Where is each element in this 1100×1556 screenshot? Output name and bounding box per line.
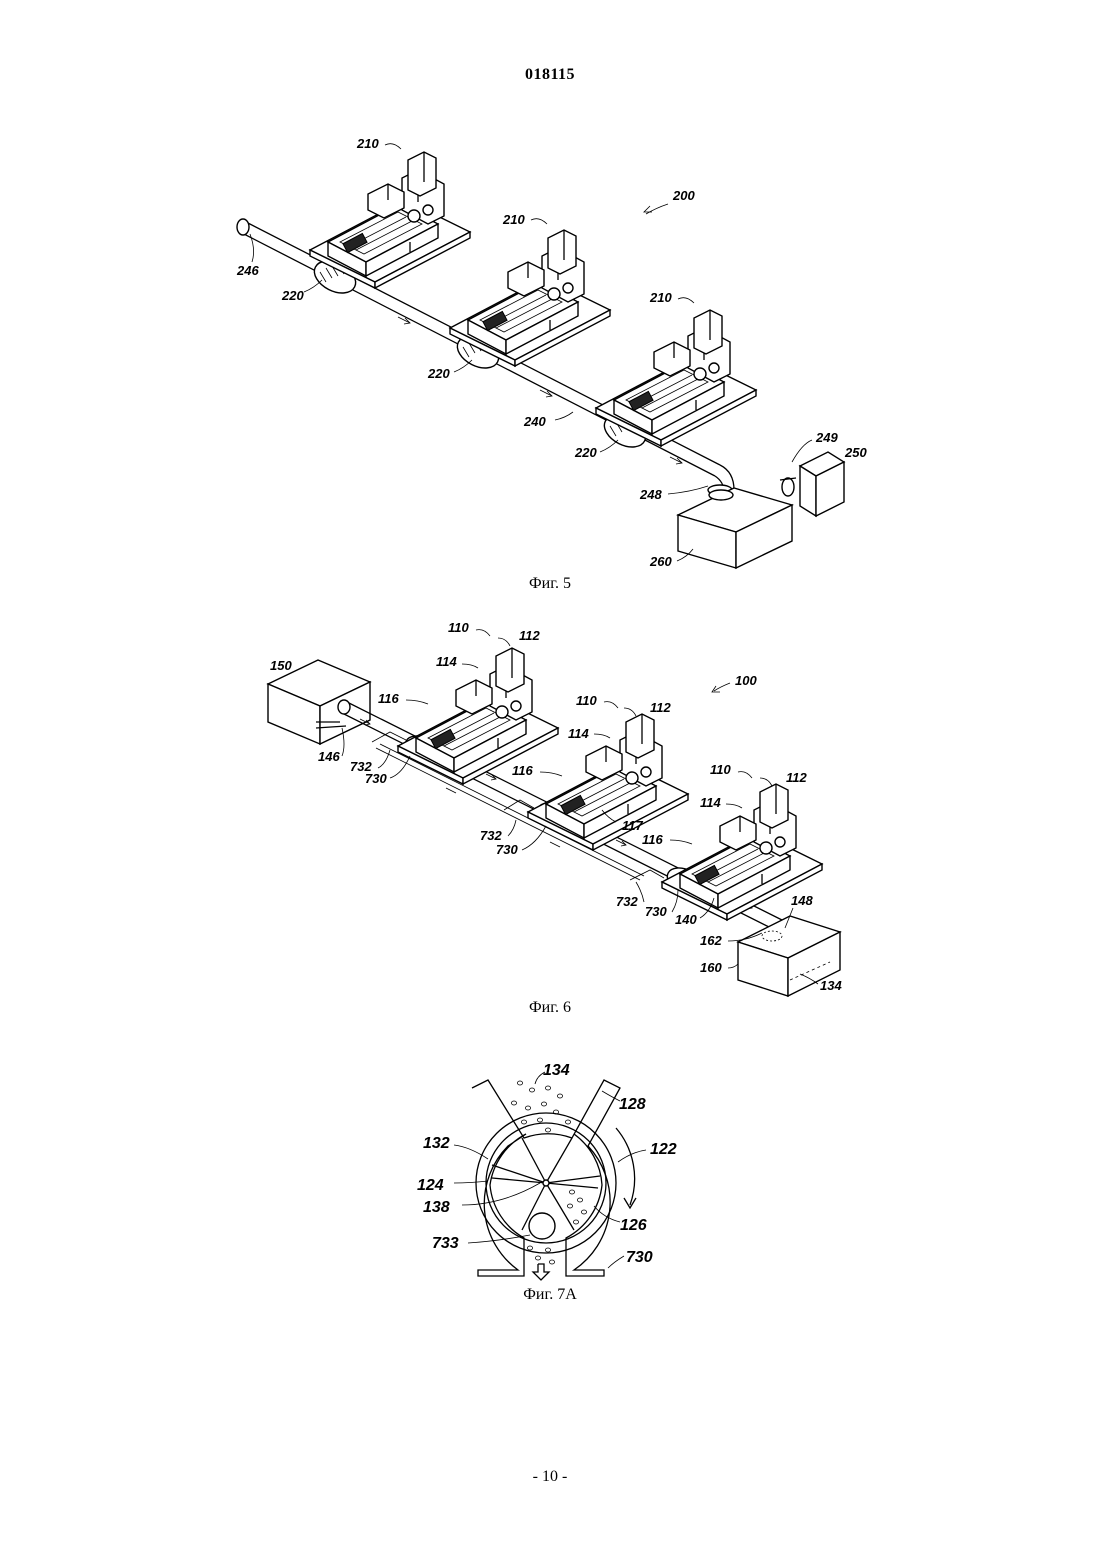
bypass-port [529,1213,555,1239]
label-114-a: 114 [436,654,457,669]
label-249: 249 [815,430,838,445]
label-220-a: 220 [281,288,304,303]
label-730-b: 730 [496,842,518,857]
label-117: 117 [622,818,643,833]
label-210-b: 210 [502,212,525,227]
label-112-a: 112 [519,628,540,643]
label-220-c: 220 [574,445,597,460]
label-148: 148 [791,893,813,908]
label-112-b: 112 [650,700,671,715]
label-730: 730 [626,1249,653,1266]
label-210-c: 210 [649,290,672,305]
figure-5-caption: Фиг. 5 [0,575,1100,593]
label-260: 260 [649,554,672,569]
label-732-c: 732 [616,894,638,909]
page-number: - 10 - [0,1468,1100,1486]
label-100: 100 [735,673,757,688]
label-134: 134 [543,1062,570,1079]
label-220-b: 220 [427,366,450,381]
label-160: 160 [700,960,722,975]
figure-7a: 134 128 132 122 124 138 126 733 730 Фиг.… [0,1058,1100,1308]
label-112-c: 112 [786,770,807,785]
label-110-b: 110 [576,693,597,708]
tank-260 [678,488,792,568]
figure-6-drawing: 150 146 100 110 112 114 116 110 112 114 … [0,612,1100,1007]
label-126: 126 [620,1217,647,1234]
figure-5: 210 210 210 200 246 220 220 220 240 248 … [0,120,1100,610]
label-146: 146 [318,749,340,764]
label-250: 250 [844,445,867,460]
label-140: 140 [675,912,697,927]
label-730-c: 730 [645,904,667,919]
rotation-arrow-icon [616,1128,635,1205]
label-116-a: 116 [378,691,399,706]
label-132: 132 [423,1135,450,1152]
label-210-a: 210 [356,136,379,151]
figure-6-caption: Фиг. 6 [0,999,1100,1017]
label-134: 134 [820,978,842,993]
document-number: 018115 [0,66,1100,84]
figure-6: 150 146 100 110 112 114 116 110 112 114 … [0,612,1100,1022]
figure-7a-drawing: 134 128 132 122 124 138 126 733 730 [0,1058,1100,1288]
label-162: 162 [700,933,722,948]
label-733: 733 [432,1235,459,1252]
discharge-arrow-icon [533,1264,549,1280]
label-150: 150 [270,658,292,673]
shaker-110-a [398,648,558,784]
label-246: 246 [236,263,259,278]
hub [543,1180,549,1186]
label-116-c: 116 [642,832,663,847]
label-200: 200 [672,188,695,203]
label-110-a: 110 [448,620,469,635]
figure-7a-caption: Фиг. 7А [0,1286,1100,1304]
label-128: 128 [619,1096,646,1113]
label-114-c: 114 [700,795,721,810]
figure-5-drawing: 210 210 210 200 246 220 220 220 240 248 … [0,120,1100,590]
label-110-c: 110 [710,762,731,777]
label-116-b: 116 [512,763,533,778]
shaker-210-c [596,310,756,446]
label-248: 248 [639,487,662,502]
label-124: 124 [417,1177,444,1194]
label-122: 122 [650,1141,677,1158]
label-114-b: 114 [568,726,589,741]
label-138: 138 [423,1199,450,1216]
label-730-a: 730 [365,771,387,786]
shaker-210-a [310,152,470,288]
label-732-b: 732 [480,828,502,843]
label-240: 240 [523,414,546,429]
shaker-210-b [450,230,610,366]
